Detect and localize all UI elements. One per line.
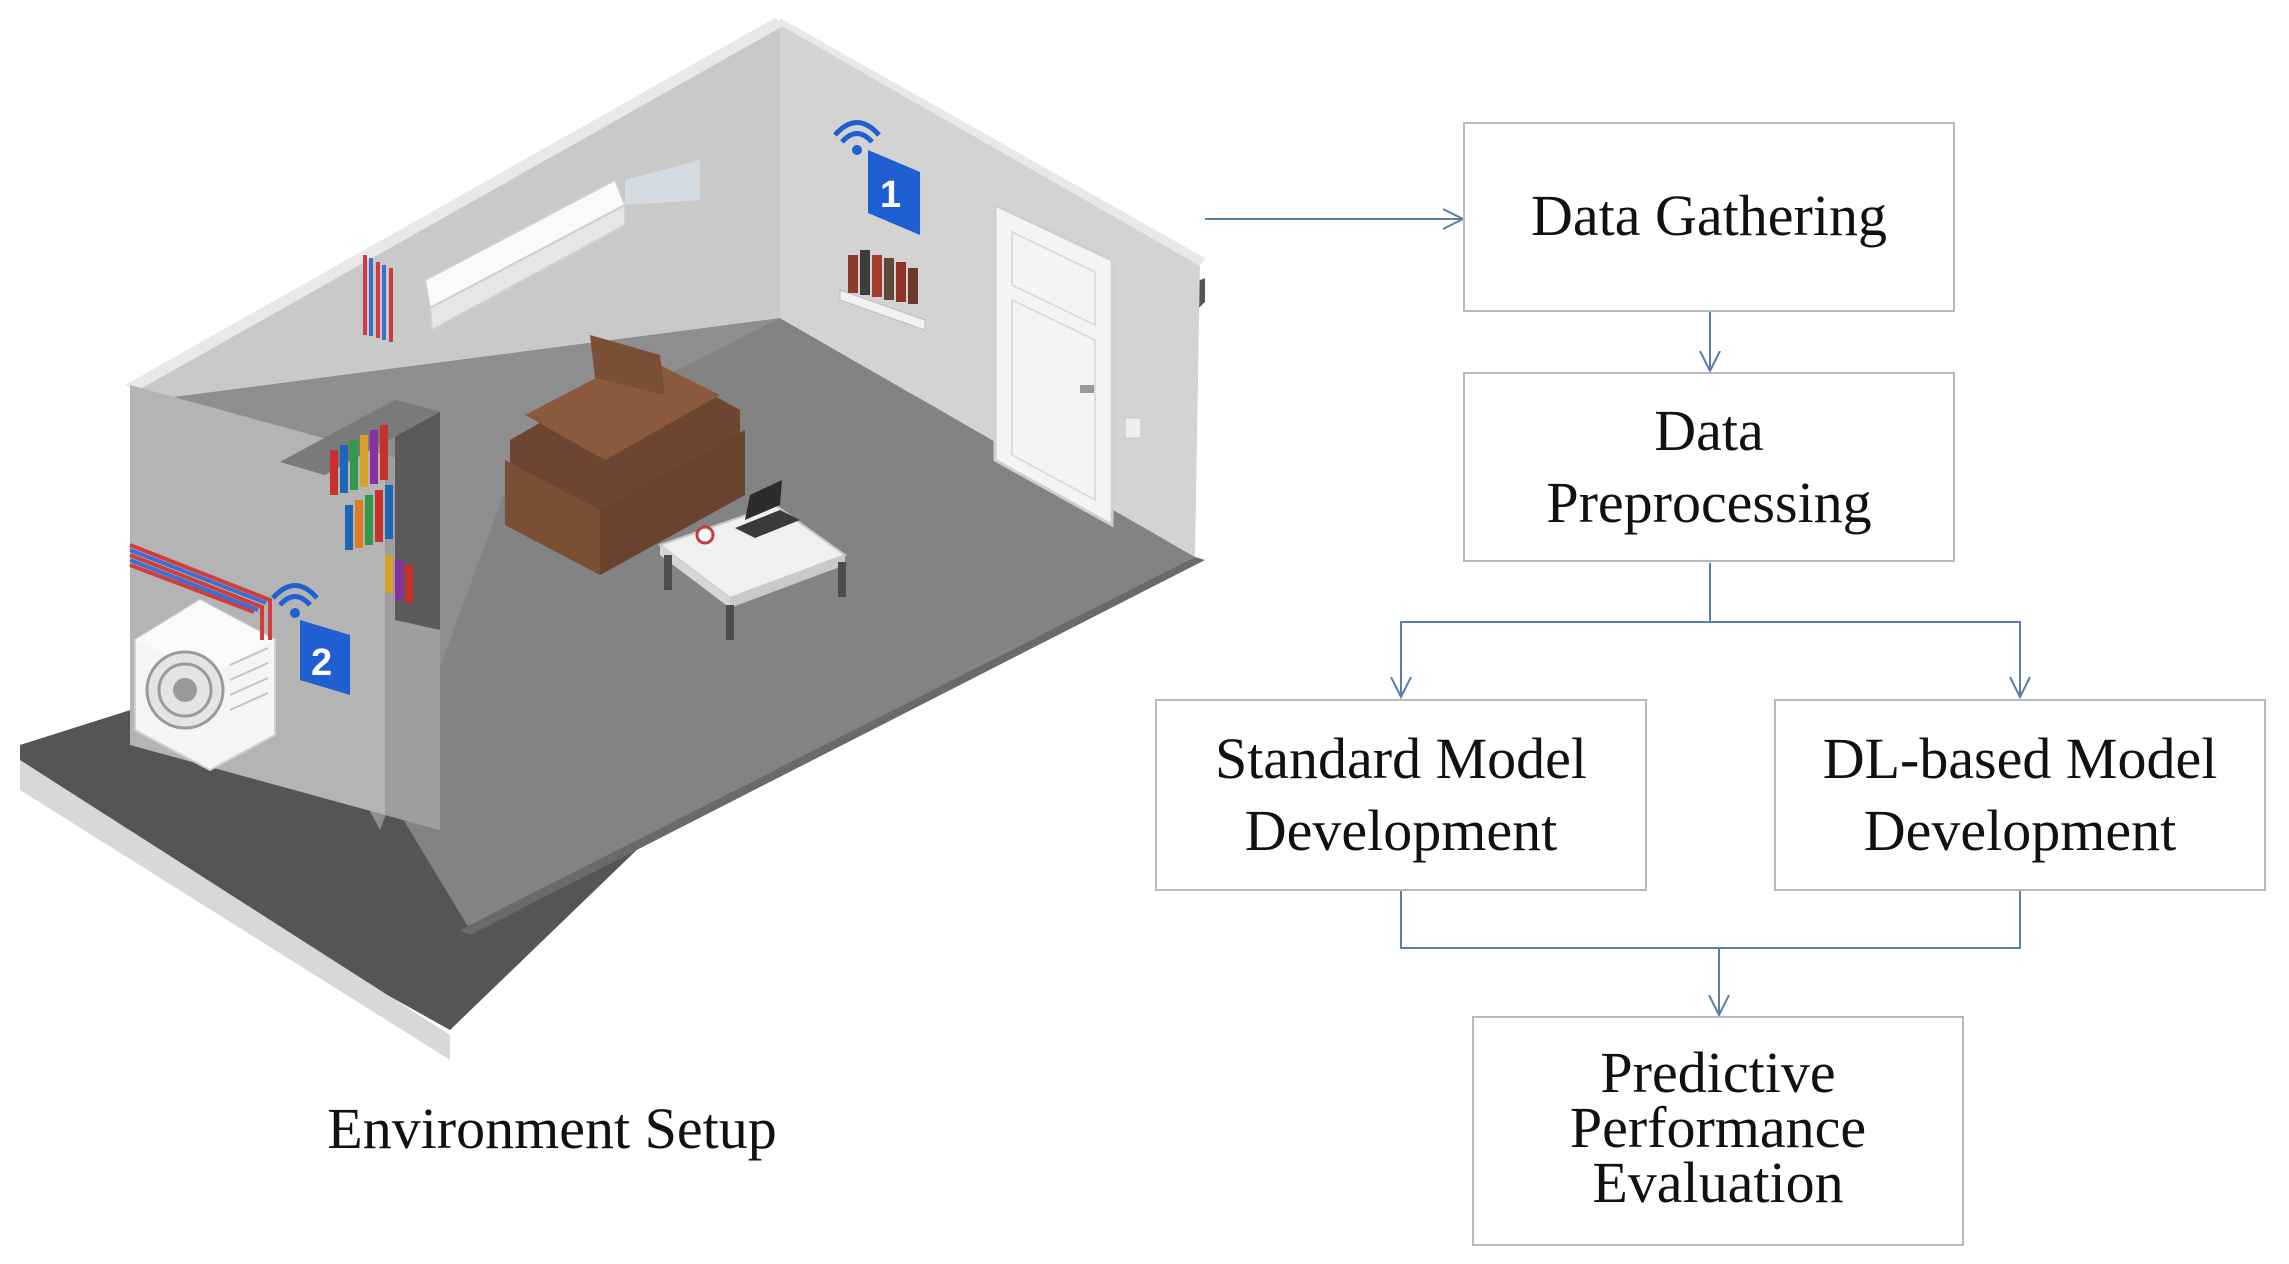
wall-shelf [839, 250, 926, 331]
label-evaluation-line1: Predictive [1600, 1040, 1835, 1105]
room-illustration: 1 2 [20, 18, 1205, 1060]
label-standard-model-line1: Standard Model [1215, 726, 1587, 791]
label-data-preprocessing-line2: Preprocessing [1546, 470, 1871, 535]
door [993, 202, 1142, 528]
ground-slab-edge [20, 760, 450, 1060]
right-ledge [460, 557, 1205, 935]
label-evaluation-line2: Performance [1570, 1095, 1866, 1160]
sensor-1-label: 1 [880, 174, 901, 216]
sensor-2-label: 2 [311, 642, 332, 684]
connector-preprocessing-split [1401, 563, 1711, 697]
wall-top-right [780, 18, 1205, 266]
sofa [505, 335, 745, 575]
label-evaluation-line3: Evaluation [1592, 1150, 1843, 1215]
connector-preprocessing-split-right [1710, 621, 2020, 697]
label-data-preprocessing-line1: Data [1654, 398, 1764, 463]
label-data-gathering: Data Gathering [1531, 183, 1887, 248]
wall-top-left [125, 18, 785, 392]
box-evaluation [1472, 1016, 1964, 1246]
bookcase [280, 400, 440, 630]
connector-merge [1400, 891, 2021, 949]
outdoor-unit [129, 543, 276, 772]
air-conditioner [363, 160, 700, 342]
coffee-table [657, 480, 848, 640]
sensor-badge-1: 1 [833, 120, 920, 235]
label-dl-model-line1: DL-based Model [1823, 726, 2218, 791]
box-standard-model [1155, 699, 1647, 891]
sensor-badge-2: 2 [271, 583, 350, 695]
box-data-preprocessing [1463, 372, 1955, 562]
label-standard-model-line2: Development [1245, 798, 1557, 863]
caption-environment-setup: Environment Setup [327, 1096, 776, 1161]
box-dl-model [1774, 699, 2266, 891]
label-dl-model-line2: Development [1864, 798, 2176, 863]
box-data-gathering [1463, 122, 1955, 312]
